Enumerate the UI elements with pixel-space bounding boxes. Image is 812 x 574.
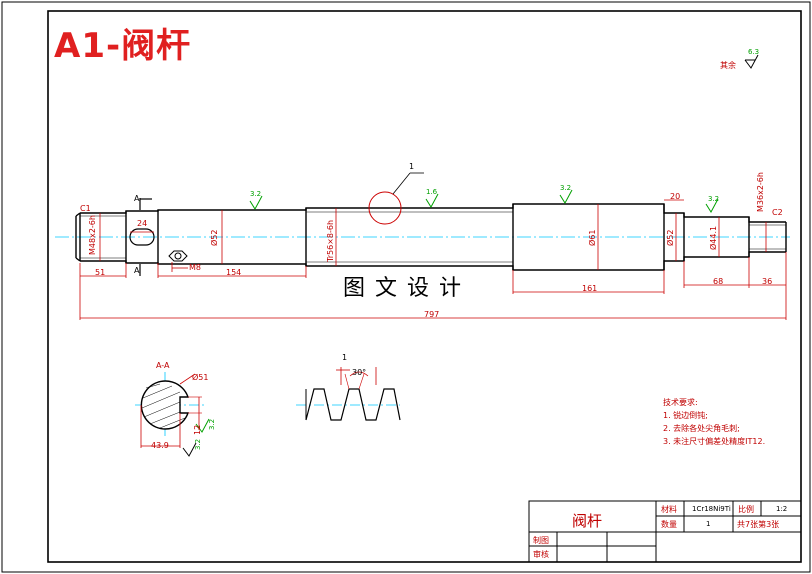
section-aa-d51: Ø51 [192, 373, 209, 382]
length-dimension-lines [79, 199, 787, 320]
roughness-symbol-top-right [744, 54, 759, 69]
dim-154: 154 [226, 268, 242, 277]
dim-d44: Ø44.1 [709, 225, 718, 250]
tech-req-item-2: 2. 去除各处尖角毛刺; [663, 424, 740, 433]
dim-m48: M48x2-6h [88, 215, 97, 255]
tb-scale-value: 1:2 [776, 505, 788, 513]
dim-36: 36 [762, 277, 773, 286]
section-aa-roughness-2: 3.2 [194, 438, 202, 450]
tb-scale-label: 比例 [738, 505, 754, 514]
tech-req-heading: 技术要求: [663, 398, 698, 407]
dim-d52-a: Ø52 [210, 229, 219, 246]
dim-161: 161 [582, 284, 598, 293]
tb-drawn-label: 制图 [533, 536, 549, 545]
chamfer-c2: C2 [772, 208, 783, 217]
dim-797: 797 [424, 310, 440, 319]
dim-20: 20 [670, 192, 681, 201]
roughness-2: 1.6 [426, 188, 438, 196]
tb-qty-value: 1 [706, 520, 711, 528]
roughness-3: 3.2 [560, 184, 572, 192]
dim-51: 51 [95, 268, 106, 277]
thread-pitch-label: 1 [342, 353, 348, 362]
detail-callout-circle [368, 191, 402, 225]
tb-material-value: 1Cr18Ni9Ti [692, 505, 731, 513]
dim-m36: M36x2-6h [756, 172, 765, 212]
section-marker-bottom: A [134, 266, 140, 275]
section-aa-43-9: 43.9 [151, 441, 169, 450]
section-aa-title: A-A [156, 361, 170, 370]
thread-angle-label: 30° [352, 368, 367, 377]
dim-24: 24 [137, 219, 148, 228]
detail-leader-label: 1 [409, 162, 415, 171]
detail-leader [392, 172, 411, 195]
tech-req-item-1: 1. 锐边倒钝; [663, 411, 708, 420]
dim-d61: Ø61 [588, 229, 597, 246]
roughness-symbols [249, 189, 719, 213]
tb-checked-label: 审核 [533, 550, 549, 559]
tb-qty-label: 数量 [661, 520, 677, 529]
inner-frame [47, 10, 802, 563]
watermark-text: 图文设计 [333, 272, 481, 306]
section-aa-12: 12 [193, 424, 202, 435]
tb-sheet-info: 共7张第3张 [737, 520, 780, 529]
thread-hidden-lines [80, 211, 786, 263]
hole-m8: M8 [189, 263, 201, 272]
tech-req-item-3: 3. 未注尺寸偏差处精度IT12. [663, 437, 766, 446]
section-cut-markers [139, 198, 152, 276]
roughness-4: 3.2 [708, 195, 720, 203]
section-aa-roughness: 3.2 [208, 418, 216, 430]
m8-hole-hexagon [168, 250, 188, 262]
title-block-grid [528, 500, 802, 563]
finish-rest-value: 6.3 [748, 48, 760, 56]
drawing-title: A1-阀杆 [54, 26, 192, 66]
keyway-slot [129, 228, 155, 246]
chamfer-c1: C1 [80, 204, 91, 213]
shaft-outline [75, 203, 787, 271]
section-marker-top: A [134, 194, 140, 203]
title-block-part-name: 阀杆 [572, 512, 603, 530]
dim-tr56: Tr56×8-6h [326, 219, 335, 262]
technical-requirements: 技术要求: 1. 锐边倒钝; 2. 去除各处尖角毛刺; 3. 未注尺寸偏差处精度… [663, 396, 765, 448]
dim-68: 68 [713, 277, 724, 286]
finish-rest-label: 其余 [720, 61, 736, 70]
roughness-1: 3.2 [250, 190, 262, 198]
tb-material-label: 材料 [661, 505, 677, 514]
thread-detail-view [296, 367, 401, 421]
section-a-a-view [135, 372, 210, 457]
dim-d52-b: Ø52 [666, 229, 675, 246]
diameter-dimension-lines [99, 204, 767, 270]
